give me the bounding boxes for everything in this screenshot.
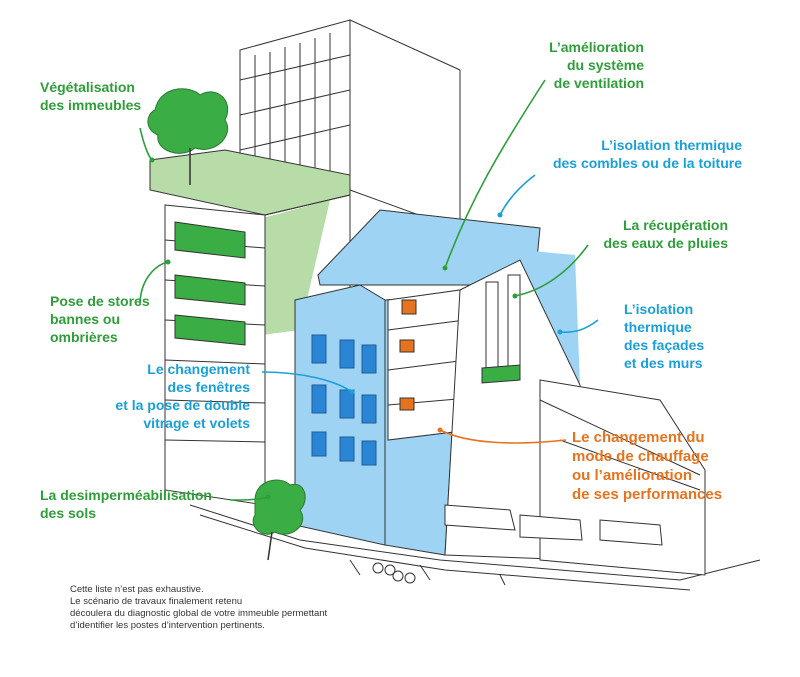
label-line: Le changement du xyxy=(572,429,705,446)
note-line: Cette liste n’est pas exhaustive. xyxy=(70,584,204,595)
label-chauffage: Le changement du mode de chauffage ou l’… xyxy=(572,428,722,504)
note-line: Le scénario de travaux finalement retenu xyxy=(70,596,243,607)
note-line: découlera du diagnostic global de votre … xyxy=(70,608,328,619)
label-fenetres: Le changement des fenêtres et la pose de… xyxy=(115,360,250,432)
small-plant-box xyxy=(481,364,521,384)
label-line: Le changement xyxy=(147,361,250,377)
note-line: d’identifier les postes d’intervention p… xyxy=(70,620,265,631)
label-line: du système xyxy=(566,57,644,73)
bicycles xyxy=(372,562,416,584)
green-facade-shade xyxy=(255,200,330,335)
label-ventilation: L’amélioration du système de ventilation xyxy=(549,38,644,92)
label-line: La desimperméabilisation xyxy=(40,487,212,503)
label-line: vitrage et volets xyxy=(143,415,250,431)
windows xyxy=(311,334,377,466)
disclaimer-note: Cette liste n’est pas exhaustive. Le scé… xyxy=(70,584,327,632)
label-pluies: La récupération des eaux de pluies xyxy=(604,216,729,252)
right-building xyxy=(444,259,706,576)
label-line: des façades xyxy=(624,337,705,353)
label-line: Pose de stores xyxy=(50,293,150,309)
label-line: mode de chauffage xyxy=(572,448,709,465)
label-facades: L’isolation thermique des façades et des… xyxy=(624,300,704,372)
label-line: thermique xyxy=(624,319,692,335)
label-vegetalisation: Végétalisation des immeubles xyxy=(40,78,141,114)
label-line: des combles ou de la toiture xyxy=(552,155,742,171)
label-line: des eaux de pluies xyxy=(603,235,729,251)
tree-street xyxy=(252,479,306,561)
label-line: Végétalisation xyxy=(40,79,135,95)
label-line: de ses performances xyxy=(572,486,723,503)
tree-roof xyxy=(147,88,229,185)
label-line: des sols xyxy=(40,505,97,521)
shop-awnings xyxy=(444,504,663,546)
label-line: ombrières xyxy=(50,329,118,345)
label-line: des immeubles xyxy=(40,97,142,113)
label-combles: L’isolation thermique des combles ou de … xyxy=(553,136,742,172)
leader-lines xyxy=(139,79,599,501)
label-line: L’isolation thermique xyxy=(601,137,742,153)
label-stores: Pose de stores bannes ou ombrières xyxy=(50,292,150,346)
chimneys xyxy=(485,274,521,376)
radiators xyxy=(399,299,417,411)
label-sols: La desimperméabilisation des sols xyxy=(40,486,212,522)
label-line: des fenêtres xyxy=(167,379,250,395)
label-line: bannes ou xyxy=(50,311,121,327)
awnings xyxy=(174,221,246,346)
label-line: L’amélioration xyxy=(549,39,644,55)
label-line: et la pose de double xyxy=(115,397,250,413)
label-line: L’isolation xyxy=(624,301,694,317)
label-line: La récupération xyxy=(622,217,728,233)
label-line: et des murs xyxy=(624,355,703,371)
label-line: ou l’amélioration xyxy=(572,467,693,484)
label-line: de ventilation xyxy=(553,75,644,91)
